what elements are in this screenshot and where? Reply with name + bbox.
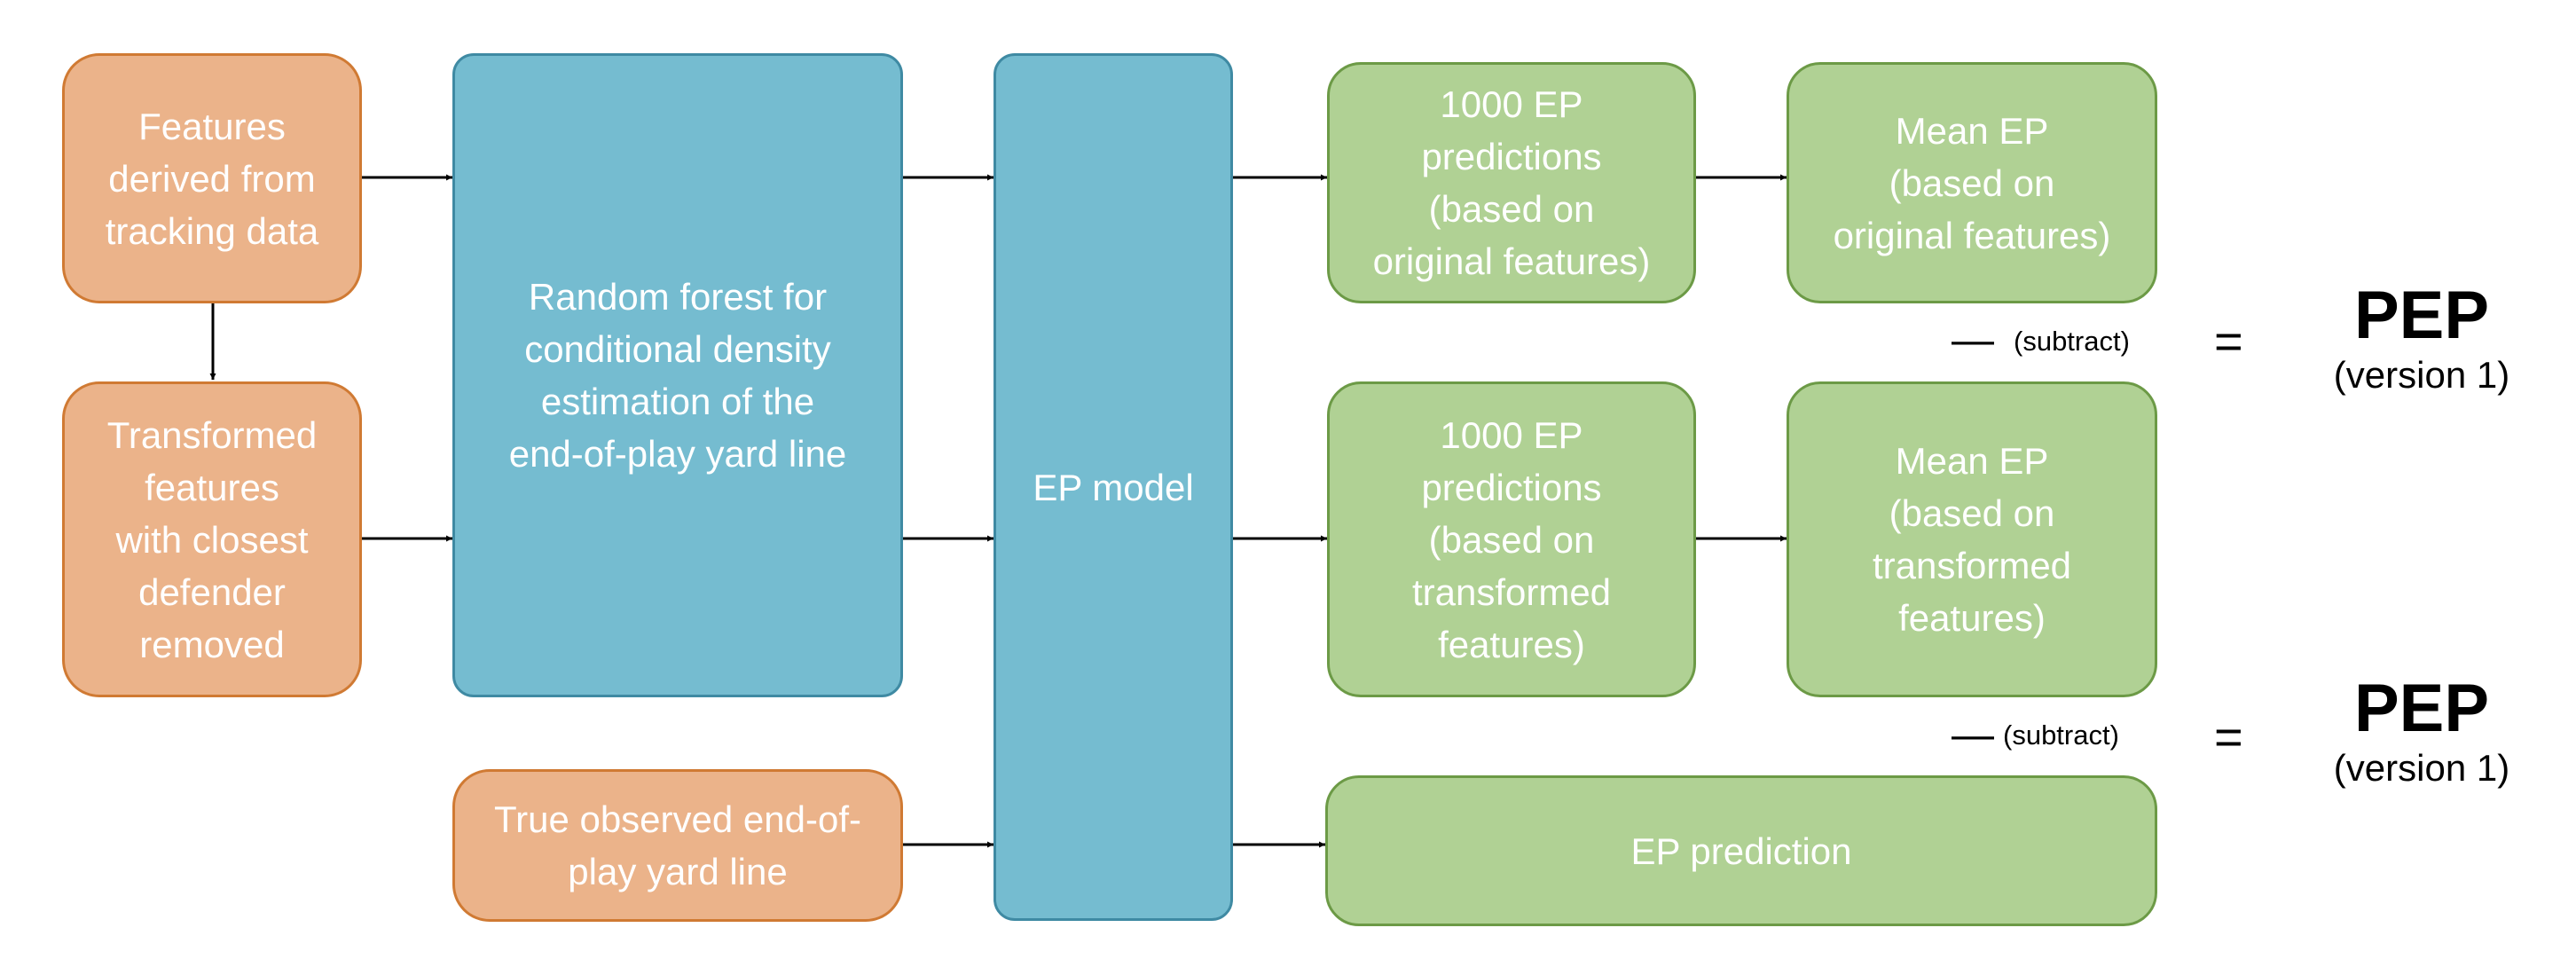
predictions-transformed-box: 1000 EP predictions (based on transforme… bbox=[1327, 381, 1696, 697]
features-tracking-box: Features derived from tracking data bbox=[62, 53, 362, 303]
random-forest-box: Random forest for conditional density es… bbox=[452, 53, 903, 697]
minus-sign-2: — bbox=[1952, 711, 1994, 759]
equals-sign-2: = bbox=[2214, 709, 2243, 765]
mean-ep-transformed-box: Mean EP (based on transformed features) bbox=[1787, 381, 2157, 697]
subtract-label-2: (subtract) bbox=[2003, 719, 2119, 751]
pep-result-1: PEP (version 1) bbox=[2315, 279, 2528, 398]
pep-title-1: PEP bbox=[2353, 278, 2490, 353]
pep-version-2: (version 1) bbox=[2333, 747, 2510, 789]
predictions-original-box: 1000 EP predictions (based on original f… bbox=[1327, 62, 1696, 303]
mean-ep-original-box: Mean EP (based on original features) bbox=[1787, 62, 2157, 303]
subtract-label-1: (subtract) bbox=[2014, 326, 2130, 357]
ep-model-box: EP model bbox=[993, 53, 1233, 921]
equals-sign-1: = bbox=[2214, 313, 2243, 369]
minus-sign-1: — bbox=[1952, 317, 1994, 364]
transformed-features-box: Transformed features with closest defend… bbox=[62, 381, 362, 697]
pep-version-1: (version 1) bbox=[2333, 354, 2510, 396]
pep-title-2: PEP bbox=[2353, 671, 2490, 746]
true-observed-yardline-box: True observed end-of- play yard line bbox=[452, 769, 903, 922]
ep-prediction-box: EP prediction bbox=[1325, 775, 2157, 926]
pep-result-2: PEP (version 1) bbox=[2315, 672, 2528, 791]
